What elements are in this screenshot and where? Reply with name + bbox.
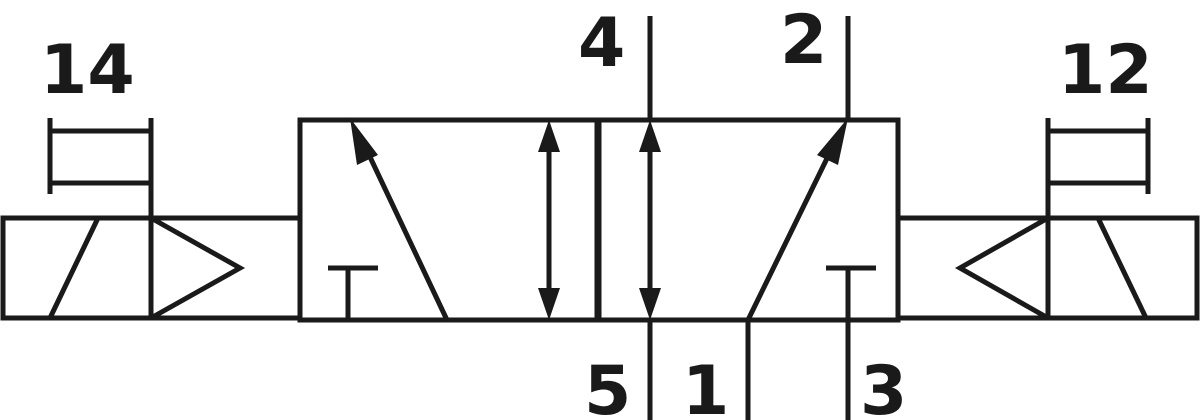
valve-position-right: [596, 117, 901, 323]
valve-position-left: [297, 117, 600, 323]
port-label-12: 12: [1058, 31, 1153, 110]
left-manual-override: [47, 118, 154, 218]
port-label-14: 14: [40, 31, 135, 110]
right-pilot-valve: [898, 215, 1050, 321]
port-label-4: 4: [578, 4, 625, 83]
left-pilot-valve: [149, 215, 298, 321]
port-label-1: 1: [682, 352, 729, 420]
right-solenoid-actuator: [1045, 215, 1200, 321]
port-label-3: 3: [860, 352, 907, 420]
left-solenoid-actuator: [0, 215, 154, 321]
port-label-2: 2: [780, 1, 827, 80]
port-label-5: 5: [584, 352, 631, 420]
right-manual-override: [1045, 118, 1151, 218]
